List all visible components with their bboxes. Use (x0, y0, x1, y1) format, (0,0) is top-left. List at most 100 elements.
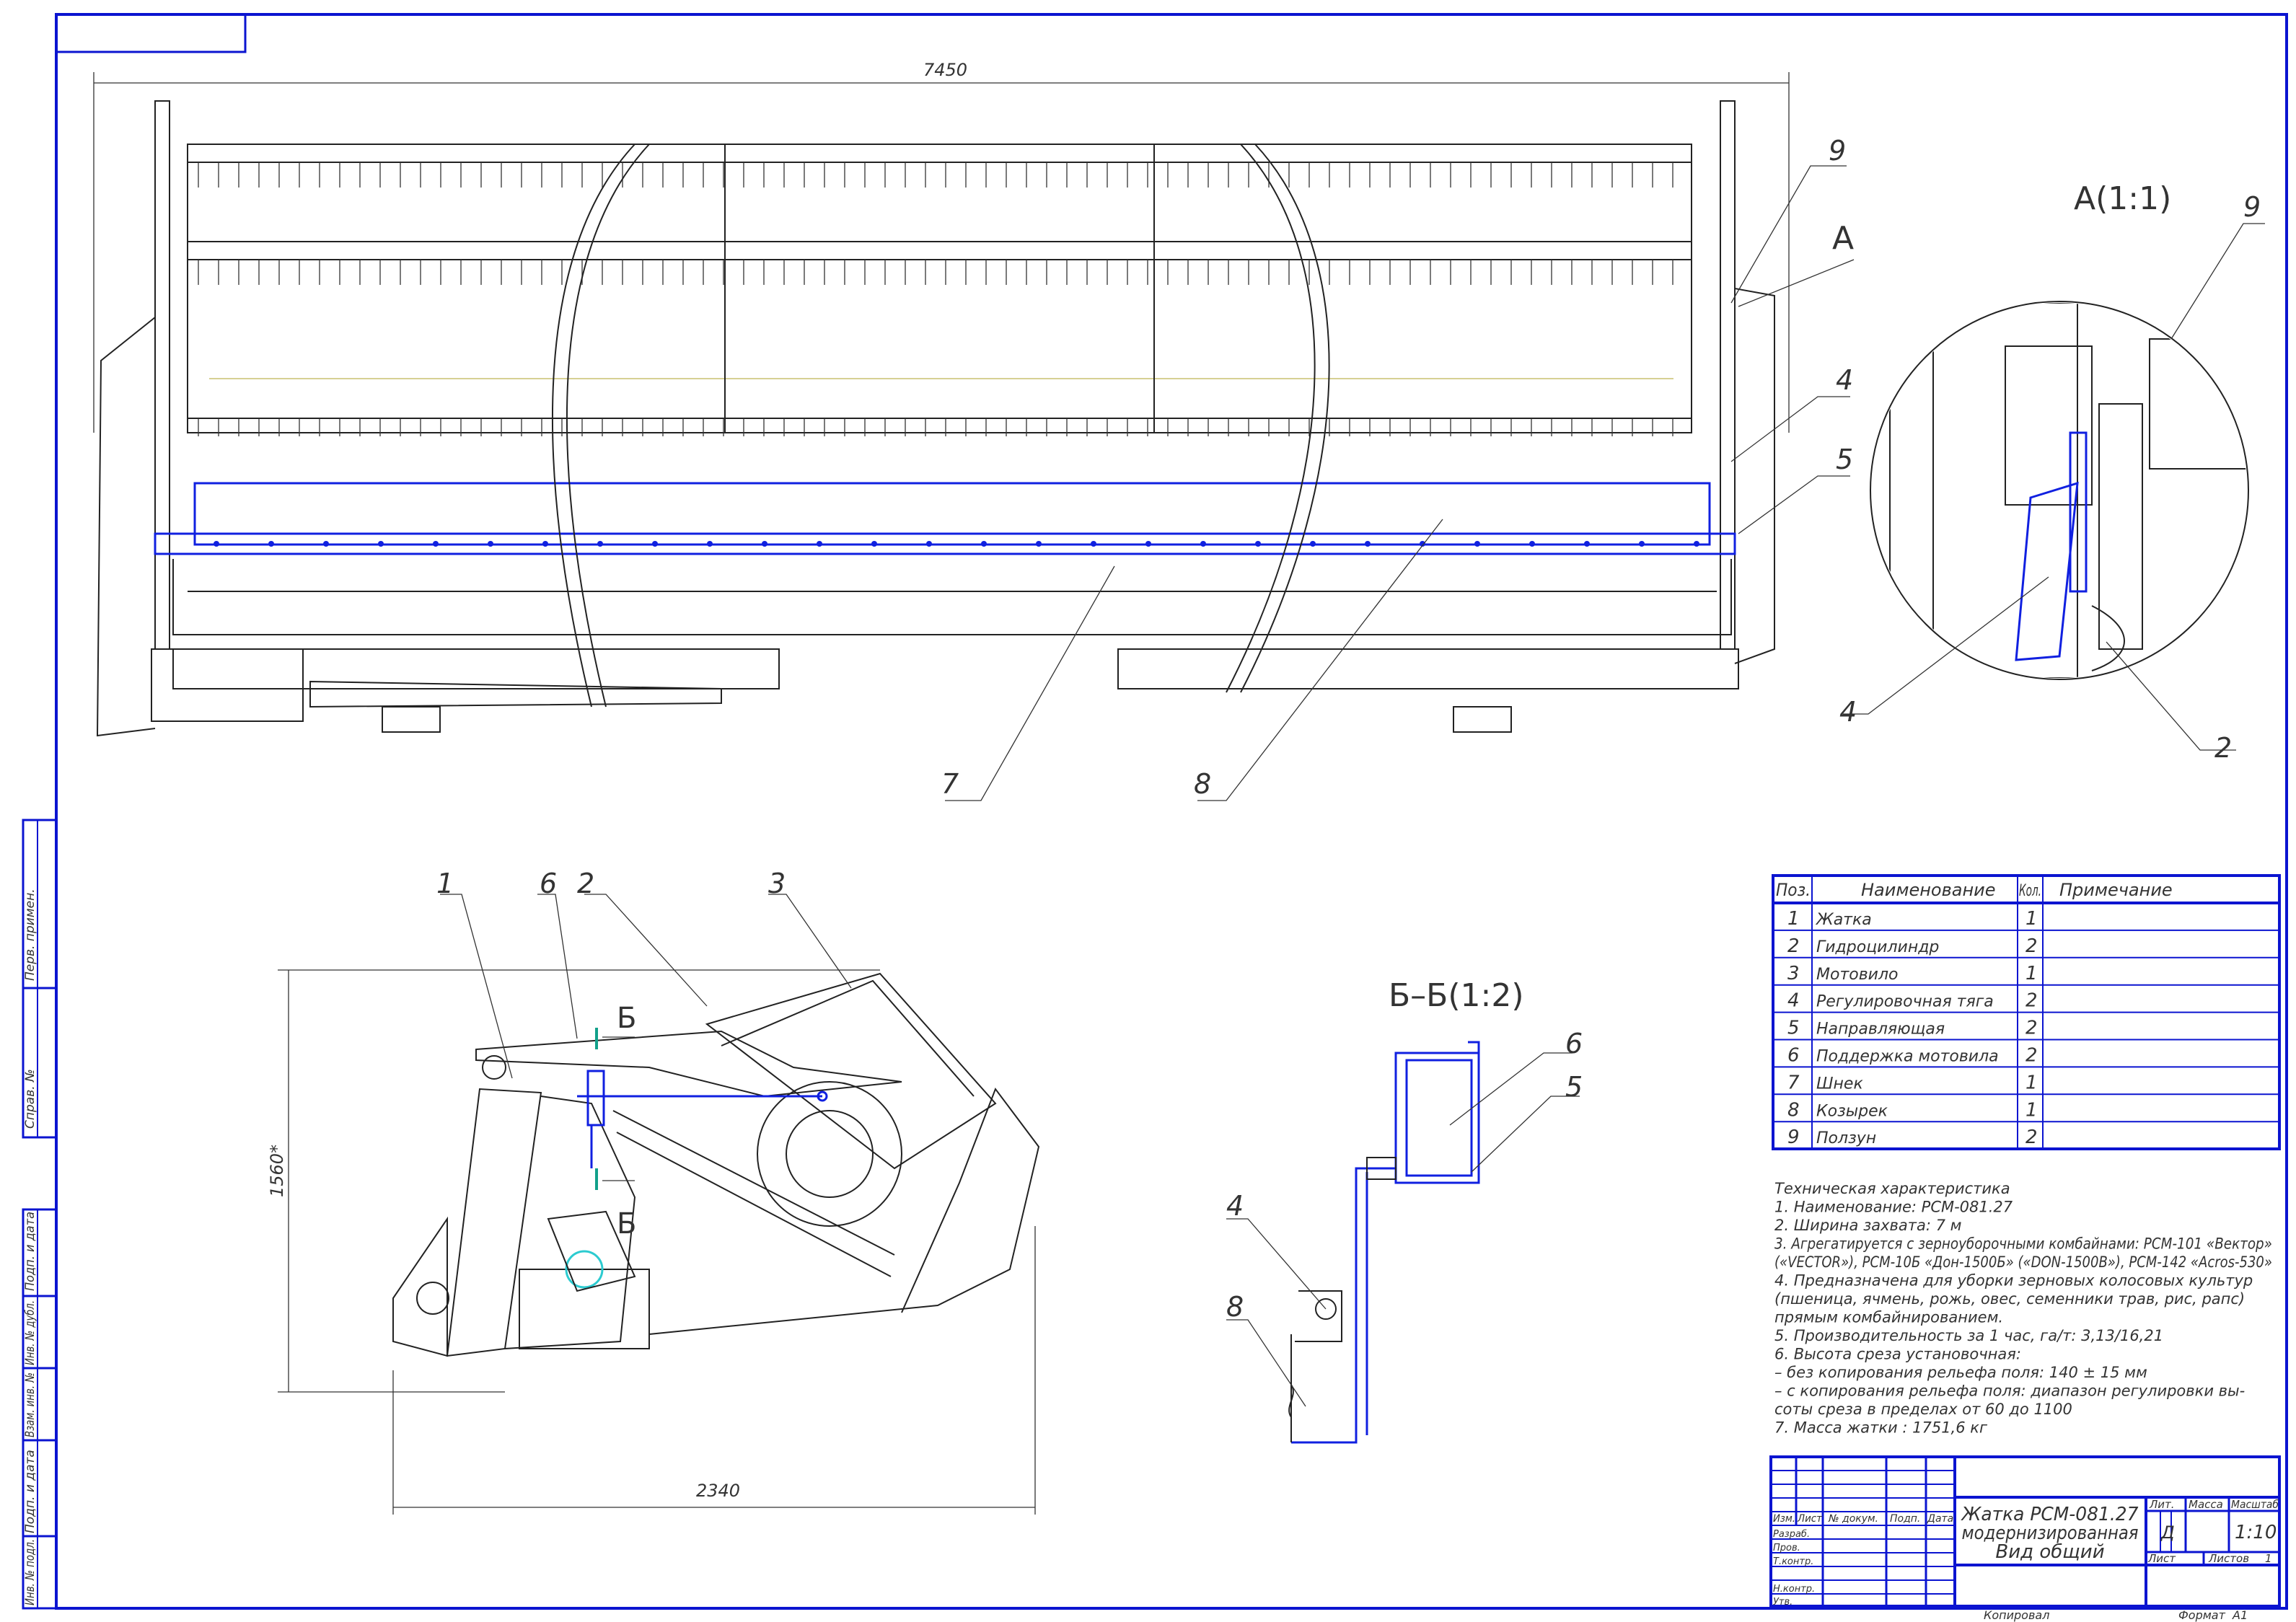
parts-cell-pos: 5 (1787, 1018, 1800, 1039)
parts-cell-qty: 2 (2026, 1045, 2038, 1067)
side-view: 1560* 2340 Б Б 1 6 2 (267, 868, 1040, 1515)
tb-format-value: А1 (2232, 1608, 2248, 1622)
tech-spec-line: 2. Ширина захвата: 7 м (1774, 1217, 1962, 1234)
tech-spec-line: 5. Производительность за 1 час, га/т: 3,… (1774, 1327, 2163, 1344)
detail-a-view: А(1:1) 9 4 2 (1839, 180, 2265, 764)
col-header-qty: Кол. (2019, 882, 2041, 900)
parts-cell-name: Поддержка мотовила (1816, 1048, 1999, 1066)
margin-label: Взам. инв. № (23, 1372, 38, 1437)
parts-cell-qty: 1 (2026, 1099, 2038, 1121)
tech-specs-heading: Техническая характеристика (1774, 1180, 2010, 1197)
tb-lit-value: Д (2160, 1522, 2175, 1543)
visor-8 (193, 482, 1711, 546)
parts-cell-name: Ползун (1816, 1129, 1876, 1147)
margin-label: Инв. № дубл. (23, 1300, 38, 1365)
parts-cell-pos: 3 (1787, 963, 1800, 984)
margin-label: Подп. и дата (23, 1212, 38, 1291)
tech-spec-line: 7. Масса жатки : 1751,6 кг (1774, 1419, 1988, 1437)
callout-7: 7 (941, 768, 959, 800)
drawing-title-line2: модернизированная (1962, 1522, 2139, 1544)
callout-9: 9 (1829, 135, 1846, 167)
corner-box (55, 13, 247, 53)
detail-callout-9: 9 (2243, 191, 2261, 223)
parts-cell-name: Гидроцилиндр (1816, 938, 1939, 956)
tb-role: Т.контр. (1773, 1556, 1813, 1567)
parts-cell-name: Регулировочная тяга (1816, 993, 1994, 1011)
tb-role: Н.контр. (1773, 1584, 1815, 1595)
drawing-title-line3: Вид общий (1995, 1541, 2104, 1563)
detail-callout-4: 4 (1839, 696, 1857, 728)
tech-spec-line: (пшеница, ячмень, рожь, овес, семенники … (1774, 1290, 2245, 1308)
margin-label: Справ. № (23, 1069, 38, 1129)
section-callout-4: 4 (1226, 1190, 1244, 1222)
parts-cell-pos: 6 (1787, 1045, 1800, 1067)
section-title: Б–Б(1:2) (1389, 977, 1524, 1014)
side-callout-1: 1 (436, 868, 454, 899)
detail-a-marker: А (1832, 220, 1854, 257)
side-callout-6: 6 (540, 868, 557, 899)
dimension-width: 7450 (923, 60, 967, 80)
parts-cell-pos: 9 (1787, 1127, 1800, 1148)
detail-a-title: А(1:1) (2074, 180, 2171, 217)
tech-spec-line: соты среза в пределах от 60 до 1100 (1774, 1401, 2072, 1418)
parts-cell-pos: 2 (1787, 935, 1800, 957)
parts-cell-qty: 1 (2026, 1072, 2038, 1093)
tb-mass-label: Масса (2189, 1498, 2223, 1511)
section-callout-6: 6 (1565, 1028, 1583, 1059)
callout-5: 5 (1836, 444, 1853, 475)
parts-cell-name: Мотовило (1816, 966, 1899, 984)
drawing-title-line1: Жатка РСМ-081.27 (1961, 1504, 2139, 1525)
tb-col-sign: Подп. (1890, 1513, 1920, 1525)
parts-cell-pos: 8 (1787, 1099, 1800, 1121)
tech-spec-line: – с копирования рельефа поля: диапазон р… (1774, 1383, 2245, 1400)
tech-spec-line: 4. Предназначена для уборки зерновых кол… (1774, 1272, 2253, 1290)
tb-col-list: Лист (1797, 1513, 1823, 1525)
parts-cell-name: Козырек (1816, 1102, 1888, 1120)
parts-cell-qty: 2 (2026, 935, 2038, 957)
margin-label: Инв. № подл. (23, 1539, 38, 1605)
margin-label: Перв. примен. (23, 889, 38, 981)
tb-sheets-label: Листов (2208, 1552, 2249, 1565)
side-callout-2: 2 (577, 868, 594, 899)
col-header-note: Примечание (2059, 880, 2173, 900)
tech-spec-line: («VECTOR»), РСМ-10Б «Дон-1500Б» («DON-15… (1774, 1253, 2272, 1271)
tb-sheets-value: 1 (2265, 1552, 2272, 1565)
dimension-height: 1560* (267, 1145, 287, 1197)
parts-cell-qty: 2 (2026, 990, 2038, 1012)
section-callout-5: 5 (1565, 1071, 1583, 1103)
parts-cell-pos: 4 (1787, 990, 1800, 1012)
callout-8: 8 (1194, 768, 1211, 800)
tb-format-label: Формат (2178, 1608, 2226, 1622)
auger-bolts (214, 541, 1699, 547)
parts-cell-qty: 2 (2026, 1127, 2038, 1148)
tb-col-izm: Изм. (1773, 1513, 1795, 1525)
tb-scale-value: 1:10 (2235, 1522, 2277, 1543)
tech-spec-line: 1. Наименование: РСМ-081.27 (1774, 1199, 2013, 1216)
tb-lit-label: Лит. (2149, 1498, 2175, 1511)
margin-label: Подп. и дата (23, 1450, 38, 1533)
detail-callout-2: 2 (2214, 732, 2232, 764)
parts-cell-qty: 1 (2026, 963, 2038, 984)
dimension-length: 2340 (696, 1481, 740, 1501)
section-mark-top: Б (617, 1002, 636, 1035)
title-block: Изм. Лист № докум. Подп. Дата Разраб. Пр… (1769, 1455, 2281, 1622)
tb-sheet-label: Лист (2147, 1552, 2176, 1565)
tb-role: Утв. (1773, 1597, 1793, 1608)
section-bb-view: Б–Б(1:2) 6 5 4 8 (1226, 977, 1583, 1444)
tb-role: Пров. (1773, 1543, 1800, 1553)
tb-scale-label: Масштаб (2231, 1498, 2279, 1511)
tech-spec-line: – без копирования рельефа поля: 140 ± 15… (1774, 1364, 2147, 1381)
tech-specs: Техническая характеристика 1. Наименовани… (1774, 1180, 2272, 1437)
parts-cell-qty: 1 (2026, 908, 2038, 930)
tech-spec-line: 6. Высота среза установочная: (1774, 1346, 2021, 1363)
col-header-pos: Поз. (1776, 880, 1811, 900)
reel-tines (198, 162, 1673, 436)
sheet-border (55, 13, 2288, 1610)
margin-stamp: Перв. примен. Справ. № Подп. и дата Инв.… (22, 819, 58, 1610)
callout-4: 4 (1836, 364, 1853, 396)
section-mark-bottom: Б (617, 1207, 636, 1240)
parts-cell-pos: 1 (1787, 908, 1800, 930)
col-header-name: Наименование (1861, 880, 1996, 900)
tb-col-doc: № докум. (1828, 1513, 1878, 1525)
